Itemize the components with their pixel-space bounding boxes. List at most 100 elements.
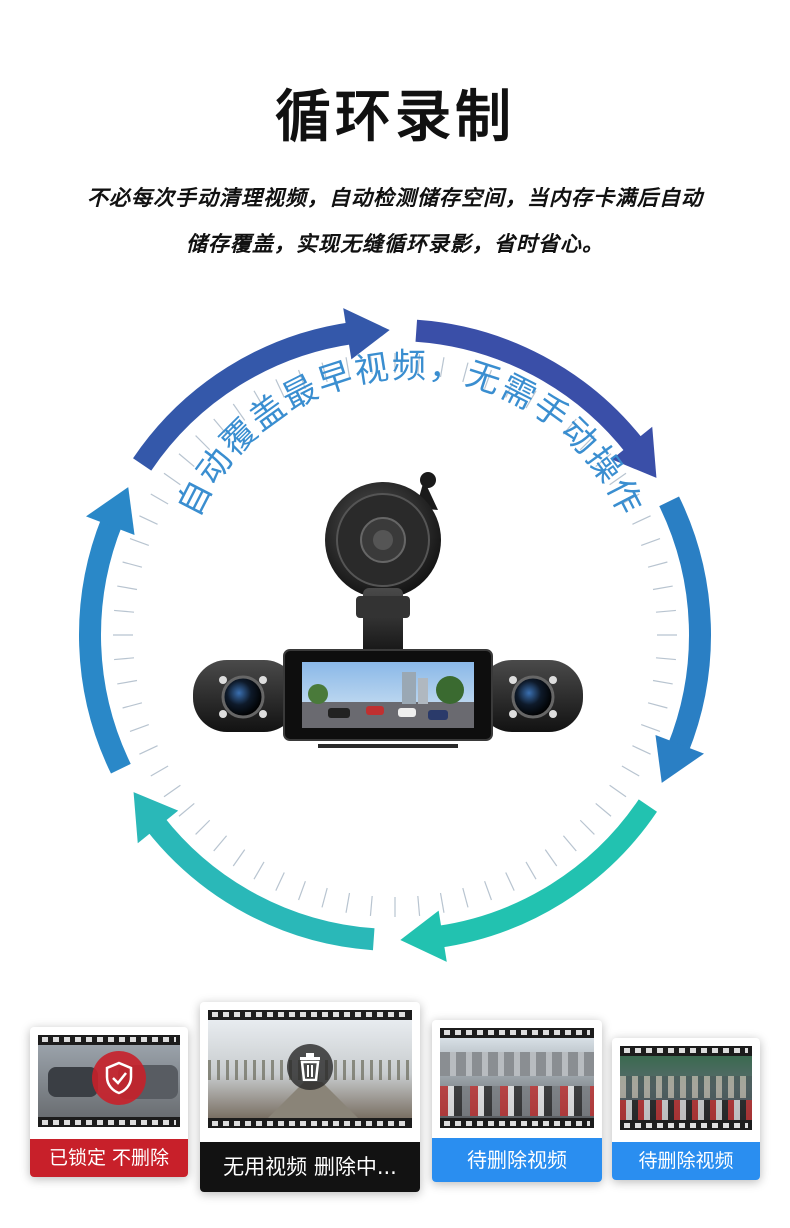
tick-mark — [595, 453, 612, 468]
cycle-arrow-shaft — [415, 319, 645, 454]
tick-mark — [652, 679, 673, 685]
cycle-arrows — [79, 308, 711, 962]
cycle-arrow-head — [343, 308, 390, 360]
tick-mark — [297, 880, 306, 901]
trash-icon — [300, 1053, 320, 1081]
card-caption: 无用视频 删除中... — [200, 1142, 420, 1192]
cycle-arrow-shaft — [659, 496, 711, 754]
tick-mark — [525, 390, 537, 409]
tick-mark — [139, 745, 158, 755]
tick-mark — [213, 835, 228, 852]
tick-mark — [417, 895, 421, 916]
tick-mark — [655, 657, 676, 661]
tick-mark — [129, 724, 150, 733]
cycle-arrow-shaft — [133, 322, 355, 471]
tick-mark — [321, 887, 328, 908]
shield-check-icon — [105, 1061, 133, 1095]
cycle-arrow-head — [133, 792, 179, 844]
tick-mark — [655, 609, 676, 613]
tick-mark — [640, 724, 661, 733]
tick-mark — [163, 784, 181, 798]
card-caption: 待删除视频 — [432, 1138, 602, 1182]
tick-mark — [544, 403, 558, 421]
right-lens — [511, 675, 555, 719]
tick-mark — [117, 679, 138, 685]
left-lens — [221, 675, 265, 719]
tick-mark — [439, 892, 445, 913]
tick-mark — [652, 585, 673, 591]
tick-mark — [632, 745, 651, 755]
card-caption-text: 待删除视频 — [638, 1150, 734, 1172]
tick-mark — [621, 493, 640, 505]
tick-mark — [297, 369, 306, 390]
card-caption-text: 已锁定 不删除 — [48, 1147, 170, 1169]
tick-mark — [163, 472, 181, 486]
tick-mark — [345, 892, 351, 913]
video-card-locked: 已锁定 不删除 — [30, 1027, 188, 1177]
description-line-1: 不必每次手动清理视频，自动检测储存空间，当内存卡满后自动 — [87, 186, 703, 210]
page-title: 循环录制 — [275, 85, 515, 150]
cycle-arrow-head — [655, 734, 705, 783]
cycle-arrow-head — [611, 426, 657, 478]
tick-mark — [114, 657, 135, 661]
cycle-arrow-shaft — [145, 816, 375, 951]
tick-mark — [609, 784, 627, 798]
tick-mark — [369, 354, 373, 375]
tick-mark — [621, 765, 640, 777]
tick-mark — [462, 362, 469, 383]
cycle-arrow-head — [400, 910, 447, 962]
tick-ring — [113, 353, 677, 917]
tick-mark — [579, 435, 595, 451]
tick-mark — [484, 880, 493, 901]
tick-mark — [417, 354, 421, 375]
tick-mark — [150, 765, 169, 777]
tick-mark — [253, 390, 265, 409]
tick-mark — [321, 362, 328, 383]
cycle-arrow-shaft — [435, 799, 657, 948]
tick-mark — [544, 849, 558, 867]
tick-mark — [369, 895, 373, 916]
cycle-arrow-head — [85, 487, 135, 536]
tick-mark — [232, 849, 246, 867]
video-card-pending-1: 待删除视频 — [432, 1020, 602, 1182]
tick-mark — [122, 561, 143, 568]
tick-mark — [647, 702, 668, 709]
tick-mark — [345, 357, 351, 378]
tick-mark — [484, 369, 493, 390]
tick-mark — [579, 819, 595, 835]
tick-mark — [178, 802, 195, 817]
tick-mark — [253, 861, 265, 880]
tick-mark — [609, 472, 627, 486]
tick-mark — [640, 537, 661, 546]
tick-mark — [195, 435, 211, 451]
tick-mark — [178, 453, 195, 468]
tick-mark — [195, 819, 211, 835]
cycle-arrow-shaft — [79, 516, 131, 774]
tick-mark — [129, 537, 150, 546]
card-caption: 已锁定 不删除 — [30, 1139, 188, 1177]
tick-mark — [462, 887, 469, 908]
card-caption-text: 无用视频 删除中... — [223, 1155, 397, 1179]
tick-mark — [150, 493, 169, 505]
tick-mark — [595, 802, 612, 817]
tick-mark — [525, 861, 537, 880]
tick-mark — [213, 418, 228, 435]
mount-knob — [420, 472, 436, 488]
tick-mark — [562, 418, 577, 435]
video-card-pending-2: 待删除视频 — [612, 1038, 760, 1180]
card-caption-text: 待删除视频 — [467, 1148, 567, 1172]
tick-mark — [275, 872, 285, 891]
tick-mark — [275, 379, 285, 398]
tick-mark — [505, 379, 515, 398]
tick-mark — [232, 403, 246, 421]
tick-mark — [505, 872, 515, 891]
tick-mark — [114, 609, 135, 613]
tick-mark — [439, 357, 445, 378]
tick-mark — [139, 515, 158, 525]
tick-mark — [117, 585, 138, 591]
tick-mark — [647, 561, 668, 568]
tick-mark — [562, 835, 577, 852]
description-line-2: 储存覆盖，实现无缝循环录影，省时省心。 — [186, 232, 604, 256]
card-caption: 待删除视频 — [612, 1142, 760, 1180]
tick-mark — [122, 702, 143, 709]
